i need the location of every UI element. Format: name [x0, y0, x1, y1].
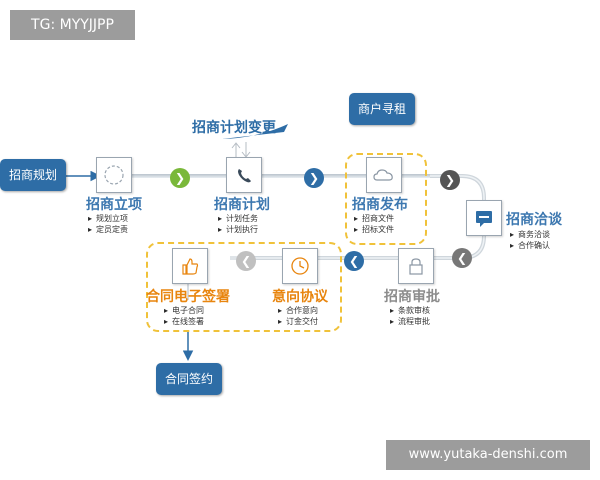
cloud-icon [373, 169, 393, 181]
step-item: 招标文件 [354, 224, 394, 235]
thumbs-up-icon [182, 258, 199, 275]
phone-icon [238, 169, 251, 183]
step-item: 合作确认 [510, 240, 550, 251]
step-items-6: 合作意向 订金交付 [278, 305, 318, 327]
step-item: 计划执行 [218, 224, 258, 235]
step-item: 计划任务 [218, 213, 258, 224]
arrow-circle-3: ❯ [440, 170, 460, 190]
step-items-5: 条款审核 流程审批 [390, 305, 430, 327]
step-title-5: 招商审批 [384, 289, 440, 305]
step-icon-box-3 [366, 157, 402, 193]
step-icon-box-2 [226, 157, 262, 193]
change-swoosh [222, 124, 288, 139]
step-icon-box-4 [466, 200, 502, 236]
step-items-2: 计划任务 计划执行 [218, 213, 258, 235]
step-title-1: 招商立项 [86, 197, 142, 213]
change-label: 招商计划变更 [192, 120, 276, 136]
step-item: 流程审批 [390, 316, 430, 327]
corner-tag: TG: MYYJJPP [10, 10, 135, 40]
arrow-circle-4: ❮ [452, 248, 472, 268]
step-item: 商务洽谈 [510, 229, 550, 240]
end-box[interactable]: 合同签约 [156, 363, 222, 395]
step-item: 定员定责 [88, 224, 128, 235]
chat-icon [476, 211, 492, 227]
step-items-7: 电子合同 在线签署 [164, 305, 204, 327]
change-arrows [231, 142, 251, 158]
step-item: 条款审核 [390, 305, 430, 316]
step-icon-box-1 [96, 157, 132, 193]
arrow-circle-1: ❯ [170, 168, 190, 188]
arrow-circle-5: ❮ [344, 251, 364, 271]
step-title-2: 招商计划 [214, 197, 270, 213]
circle-icon [104, 165, 124, 185]
top-box[interactable]: 商户寻租 [349, 93, 415, 125]
step-icon-box-5 [398, 248, 434, 284]
watermark: www.yutaka-denshi.com [386, 440, 590, 470]
step-item: 招商文件 [354, 213, 394, 224]
step-icon-box-7 [172, 248, 208, 284]
step-title-7: 合同电子签署 [146, 289, 230, 305]
step-item: 在线签署 [164, 316, 204, 327]
step-items-4: 商务洽谈 合作确认 [510, 229, 550, 251]
step-items-1: 规划立项 定员定责 [88, 213, 128, 235]
step-item: 规划立项 [88, 213, 128, 224]
arrow-circle-6: ❮ [236, 251, 256, 271]
lock-icon [409, 258, 423, 275]
step-item: 合作意向 [278, 305, 318, 316]
step-item: 订金交付 [278, 316, 318, 327]
step-item: 电子合同 [164, 305, 204, 316]
clock-icon [291, 257, 309, 275]
step-title-4: 招商洽谈 [506, 212, 562, 228]
step-title-3: 招商发布 [352, 197, 408, 213]
start-box[interactable]: 招商规划 [0, 159, 66, 191]
agreement-highlight [146, 242, 342, 332]
step-icon-box-6 [282, 248, 318, 284]
step-title-6: 意向协议 [272, 289, 328, 305]
arrow-circle-2: ❯ [304, 168, 324, 188]
publish-highlight [345, 153, 427, 245]
step-items-3: 招商文件 招标文件 [354, 213, 394, 235]
